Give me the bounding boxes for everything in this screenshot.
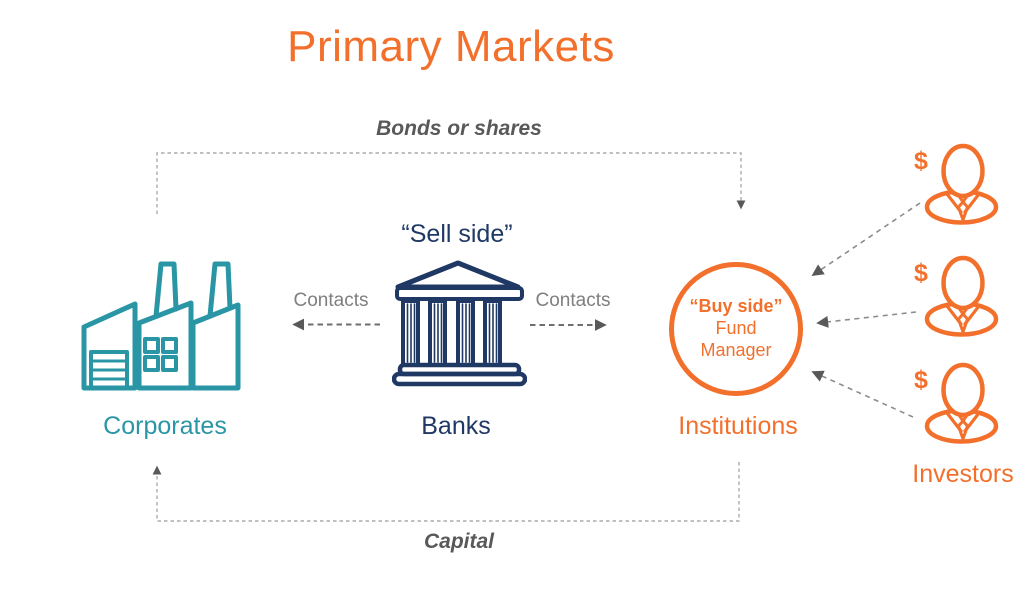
investor1-to-fund-arrow [811, 202, 921, 277]
buy-side-fund-manager-circle: “Buy side” Fund Manager [669, 262, 803, 396]
investor2-to-fund-arrow [816, 311, 917, 328]
corporates-label: Corporates [103, 412, 227, 440]
investor-1: $ [906, 143, 1002, 227]
buy-side-line2: Fund [715, 318, 757, 339]
institutions-label: Institutions [678, 412, 798, 440]
buy-side-line1: “Buy side” [689, 296, 783, 317]
contacts-right-label: Contacts [535, 290, 611, 311]
dollar-icon: $ [914, 147, 928, 175]
sell-side-caption: “Sell side” [401, 220, 513, 248]
investor-2: $ [906, 255, 1002, 339]
investors-label: Investors [912, 460, 1014, 488]
dollar-icon: $ [914, 259, 928, 287]
bank-icon [392, 260, 527, 387]
buy-side-line3: Manager [700, 339, 772, 360]
investor-person-icon [924, 255, 999, 337]
investor-person-icon [924, 362, 999, 444]
factory-icon [81, 261, 241, 391]
bonds-flow-label: Bonds or shares [376, 117, 542, 140]
capital-flow-path [152, 462, 740, 522]
investor-3: $ [906, 362, 1002, 446]
bonds-flow-path [156, 152, 746, 214]
dollar-icon: $ [914, 366, 928, 394]
page-title: Primary Markets [287, 22, 615, 71]
investor-person-icon [924, 143, 999, 225]
capital-flow-label: Capital [423, 530, 495, 553]
investor3-to-fund-arrow [811, 370, 914, 418]
banks-label: Banks [421, 412, 491, 440]
contacts-left-label: Contacts [293, 290, 369, 311]
